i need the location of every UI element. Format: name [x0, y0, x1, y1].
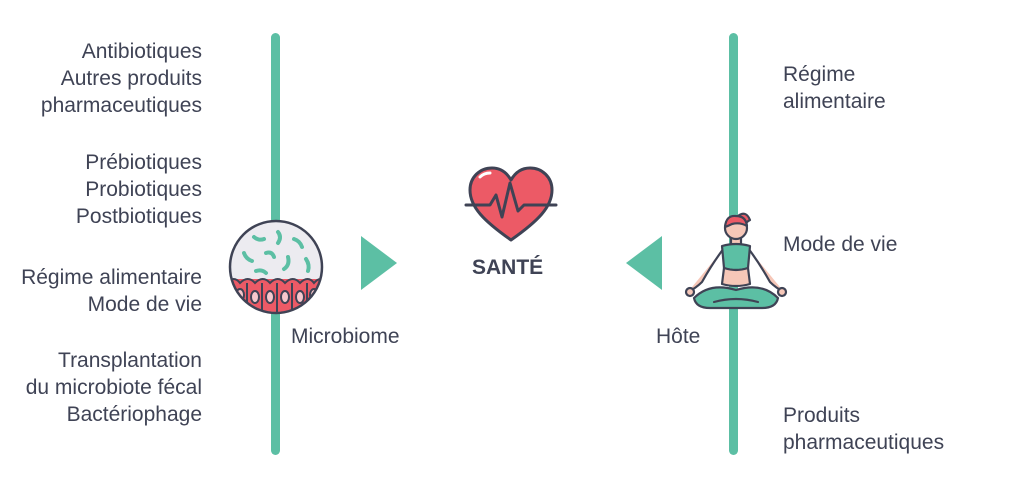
left-factor-group-1: Antibiotiques Autres produits pharmaceut…	[41, 38, 202, 119]
left-factor-text: Mode de vie	[87, 293, 202, 316]
left-factor-text: pharmaceutiques	[40, 94, 202, 117]
left-factor-text: Transplantation	[58, 349, 202, 372]
yoga-person-icon	[684, 212, 788, 310]
left-factor-text: Prébiotiques	[85, 151, 202, 174]
left-factor-text: Régime alimentaire	[21, 266, 202, 289]
right-factor-group-2: Mode de vie	[783, 231, 897, 258]
left-factor-text: Autres produits	[60, 67, 202, 90]
arrow-right-icon	[361, 236, 397, 290]
left-factor-group-4: Transplantation du microbiote fécal Bact…	[26, 347, 202, 428]
left-factor-group-3: Régime alimentaire Mode de vie	[21, 264, 202, 318]
left-factor-text: Bactériophage	[66, 403, 202, 426]
left-factor-text: du microbiote fécal	[25, 376, 202, 399]
heart-pulse-icon	[464, 166, 558, 242]
left-factor-text: Probiotiques	[85, 178, 202, 201]
center-health-label: SANTÉ	[472, 256, 544, 279]
left-factor-group-2: Prébiotiques Probiotiques Postbiotiques	[76, 149, 202, 230]
right-factor-text: Mode de vie	[783, 233, 898, 256]
host-label: Hôte	[656, 325, 701, 348]
left-factor-text: Postbiotiques	[75, 205, 202, 228]
right-factor-text: alimentaire	[783, 90, 886, 113]
right-factor-group-1: Régime alimentaire	[783, 61, 886, 115]
right-factor-text: pharmaceutiques	[783, 431, 945, 454]
right-factor-text: Produits	[783, 404, 861, 427]
arrow-left-icon	[626, 236, 662, 290]
left-factor-text: Antibiotiques	[81, 40, 202, 63]
right-factor-group-3: Produits pharmaceutiques	[783, 402, 944, 456]
microbiome-label: Microbiome	[291, 325, 400, 348]
microbiome-icon	[228, 219, 324, 315]
right-factor-text: Régime	[783, 63, 856, 86]
